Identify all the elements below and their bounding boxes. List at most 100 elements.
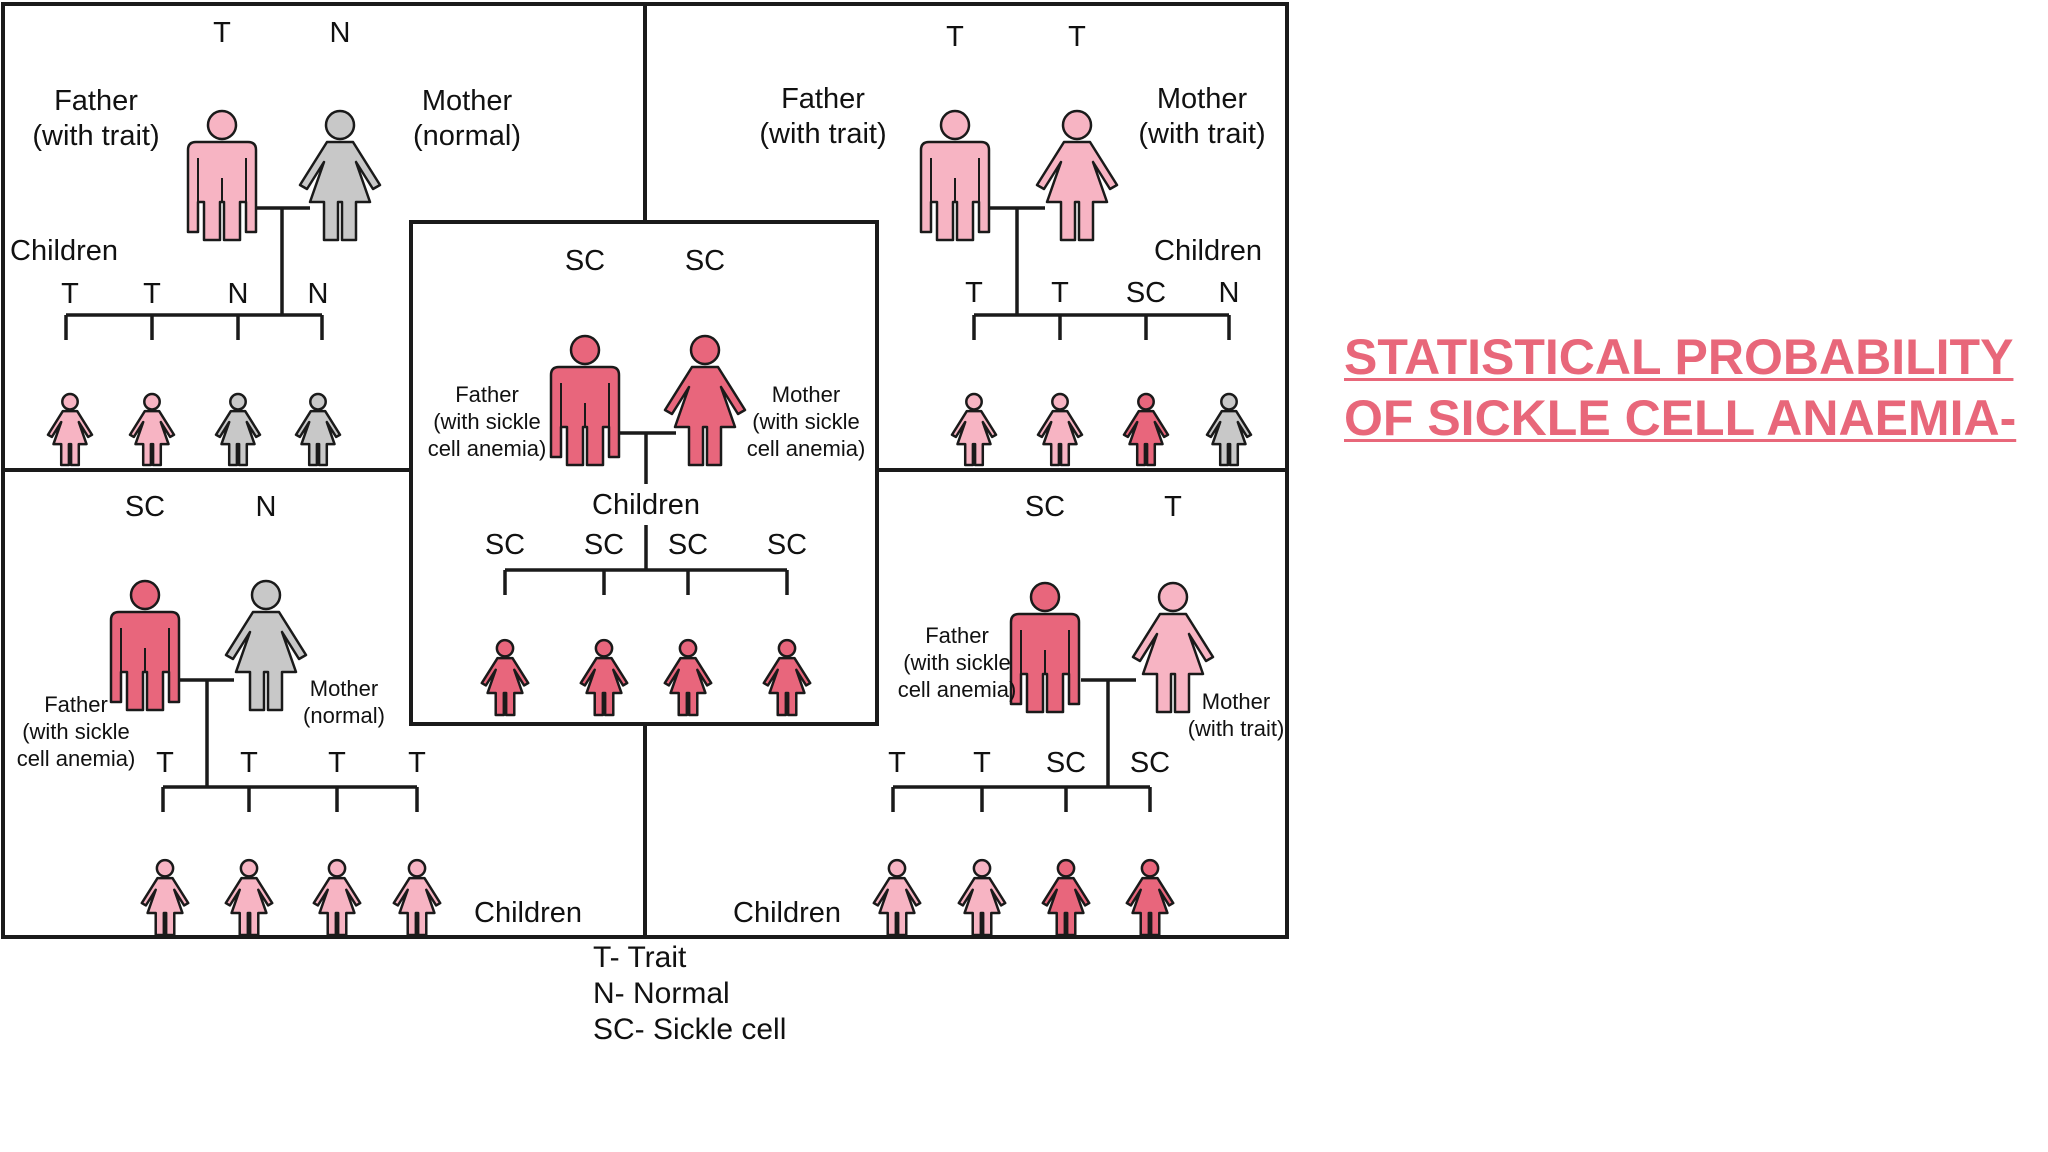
child-code: SC [1130, 747, 1170, 779]
mother-label-sub: (with sickle [752, 409, 860, 434]
center-panel-frame [409, 220, 879, 726]
child-code: N [228, 278, 249, 310]
child-code: T [156, 747, 174, 779]
child-code: SC [1126, 277, 1166, 309]
child-figure [46, 392, 94, 467]
child-figure [214, 392, 262, 467]
child-figure [1041, 858, 1091, 937]
father-code: T [946, 21, 964, 53]
child-figure [294, 392, 342, 467]
legend-item-trait: T- Trait [593, 941, 687, 974]
mother-code: T [1068, 21, 1086, 53]
father-label: Father [44, 692, 108, 717]
mother-label-sub: (normal) [303, 703, 385, 728]
father-code: SC [565, 245, 605, 277]
father-figure [1009, 581, 1081, 714]
child-figure [1122, 392, 1170, 467]
children-label: Children [1154, 235, 1262, 267]
child-figure [224, 858, 274, 937]
child-figure [957, 858, 1007, 937]
father-label-sub: (with sickle [22, 719, 130, 744]
legend-item-normal: N- Normal [593, 977, 730, 1010]
child-figure [1036, 392, 1084, 467]
father-label-sub: cell anemia) [428, 436, 547, 461]
child-code: T [1051, 277, 1069, 309]
top-left-family-tree-lines [64, 206, 324, 340]
father-label-sub: (with trait) [32, 120, 159, 152]
father-figure [109, 579, 181, 712]
father-code: SC [1025, 491, 1065, 523]
center-family-tree-lines [503, 431, 789, 595]
child-code: N [1219, 277, 1240, 309]
father-label: Father [54, 85, 138, 117]
child-code: N [308, 278, 329, 310]
child-figure [872, 858, 922, 937]
mother-figure [663, 334, 747, 467]
child-code: SC [584, 529, 624, 561]
father-label: Father [455, 382, 519, 407]
child-code: SC [767, 529, 807, 561]
child-code: SC [668, 529, 708, 561]
child-figure [128, 392, 176, 467]
father-figure [186, 109, 258, 242]
child-code: T [965, 277, 983, 309]
mother-figure [298, 109, 382, 242]
mother-figure [1035, 109, 1119, 242]
father-figure [549, 334, 621, 467]
children-label: Children [474, 897, 582, 929]
mother-label-sub: (with trait) [1138, 118, 1265, 150]
father-label-sub: (with sickle [433, 409, 541, 434]
panel-center: SC SC Father (with sickle cell anemia) M… [428, 245, 866, 561]
father-figure [919, 109, 991, 242]
mother-label: Mother [310, 676, 378, 701]
mother-label-sub: (with trait) [1188, 716, 1285, 741]
panel-top-right: T T Father (with trait) Mother (with tra… [759, 21, 1265, 309]
mother-code: T [1164, 491, 1182, 523]
father-label-sub: (with trait) [759, 118, 886, 150]
children-label: Children [10, 235, 118, 267]
child-code: T [61, 278, 79, 310]
child-code: T [328, 747, 346, 779]
father-label-sub: (with sickle [903, 650, 1011, 675]
panel-top-left: T N Father (with trait) Mother (normal) … [10, 17, 521, 310]
child-figure [1205, 392, 1253, 467]
father-label: Father [781, 83, 865, 115]
father-code: T [213, 17, 231, 49]
father-code: SC [125, 491, 165, 523]
mother-figure [1131, 581, 1215, 714]
child-code: T [408, 747, 426, 779]
page-title: STATISTICAL PROBABILITY OF SICKLE CELL A… [1344, 329, 2017, 446]
mother-label: Mother [772, 382, 840, 407]
child-figure [140, 858, 190, 937]
father-label: Father [925, 623, 989, 648]
child-code: T [143, 278, 161, 310]
father-label-sub: cell anemia) [898, 677, 1017, 702]
legend-item-sickle-cell: SC- Sickle cell [593, 1013, 787, 1046]
mother-label-sub: cell anemia) [747, 436, 866, 461]
child-code: T [240, 747, 258, 779]
child-figure [480, 638, 530, 717]
panel-bottom-left: SC N Father (with sickle cell anemia) Mo… [17, 491, 582, 929]
child-code: T [888, 747, 906, 779]
child-figure [663, 638, 713, 717]
mother-code: SC [685, 245, 725, 277]
child-figure [392, 858, 442, 937]
child-figure [579, 638, 629, 717]
child-figure [762, 638, 812, 717]
mother-label: Mother [422, 85, 513, 117]
father-label-sub: cell anemia) [17, 746, 136, 771]
child-code: SC [485, 529, 525, 561]
mother-label-sub: (normal) [413, 120, 521, 152]
figures-layer [46, 109, 1253, 937]
mother-code: N [330, 17, 351, 49]
child-figure [1125, 858, 1175, 937]
mother-label: Mother [1202, 689, 1270, 714]
children-label: Children [592, 489, 700, 521]
legend: T- Trait N- Normal SC- Sickle cell [593, 940, 786, 1048]
child-code: T [973, 747, 991, 779]
top-right-family-tree-lines [972, 206, 1231, 340]
children-label: Children [733, 897, 841, 929]
mother-figure [224, 579, 308, 712]
mother-code: N [256, 491, 277, 523]
bottom-left-family-tree-lines [161, 678, 419, 812]
